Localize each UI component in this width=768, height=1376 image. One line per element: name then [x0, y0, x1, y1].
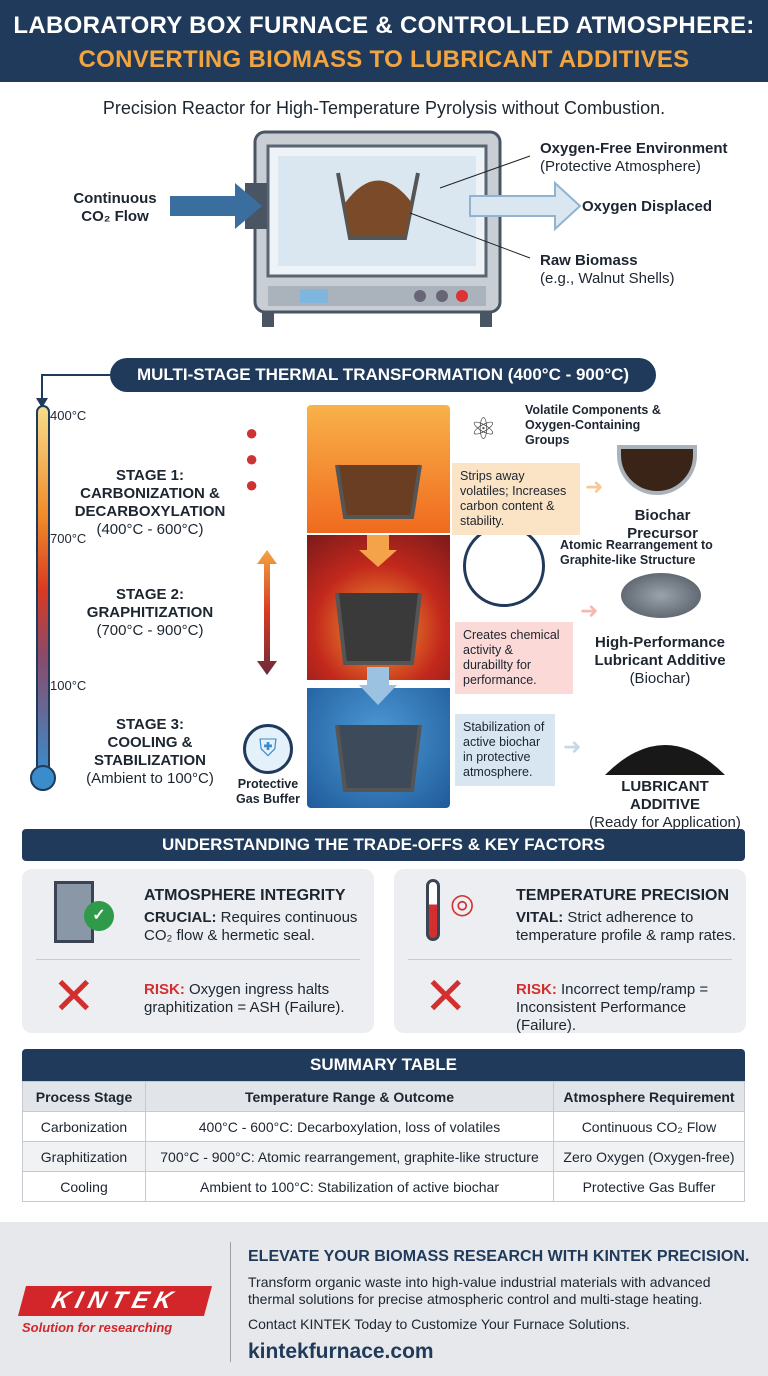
- thermometer-bulb: [30, 765, 56, 791]
- subtitle: Precision Reactor for High-Temperature P…: [102, 98, 666, 118]
- footer-body: Transform organic waste into high-value …: [248, 1274, 711, 1307]
- summary-title: SUMMARY TABLE: [22, 1049, 745, 1081]
- lubricant-additive-label: LUBRICANT ADDITIVE(Ready for Application…: [589, 778, 741, 831]
- header: LABORATORY BOX FURNACE & CONTROLLED ATMO…: [0, 0, 768, 82]
- volatiles-label: Volatile Components & Oxygen-Containing …: [525, 403, 661, 447]
- title-line-1: LABORATORY BOX FURNACE & CONTROLLED ATMO…: [13, 12, 755, 39]
- tick-700: 700°C: [50, 531, 87, 546]
- footer: KINTEK Solution for researching ELEVATE …: [0, 1222, 768, 1376]
- footer-headline: ELEVATE YOUR BIOMASS RESEARCH WITH KINTE…: [248, 1248, 750, 1265]
- thermometer-icon: [426, 879, 440, 941]
- no-oxygen-icon: ✕: [52, 968, 96, 1026]
- tradeoffs-banner: UNDERSTANDING THE TRADE-OFFS & KEY FACTO…: [22, 829, 745, 861]
- shield-icon: ⛨: [243, 724, 293, 774]
- stage-1-label: STAGE 1:CARBONIZATION &DECARBOXYLATION(4…: [74, 467, 226, 538]
- temperature-card: ◎ TEMPERATURE PRECISION VITAL: Strict ad…: [394, 869, 746, 1034]
- arrow-icon: ➜: [563, 734, 582, 759]
- stage-1-info: Strips away volatiles; Increases carbon …: [452, 463, 580, 535]
- chart-failure-icon: ✕: [424, 968, 468, 1026]
- check-icon: ✓: [84, 901, 114, 931]
- stage-2-info: Creates chemical activity & durabillty f…: [455, 622, 573, 694]
- biochar-precursor-label: Biochar Precursor: [627, 507, 698, 542]
- kintek-logo: KINTEK: [17, 1286, 213, 1316]
- biochar-precursor-bowl: [617, 445, 697, 495]
- high-performance-label: High-Performance Lubricant Additive(Bioc…: [594, 634, 726, 687]
- molecule-icon: ⚛: [470, 413, 497, 446]
- graphite-structure-icon: [463, 525, 545, 607]
- tick-400: 400°C: [50, 408, 87, 423]
- oxygen-out-arrow: [469, 180, 582, 232]
- footer-cta: Contact KINTEK Today to Customize Your F…: [248, 1316, 630, 1332]
- title-line-2: CONVERTING BIOMASS TO LUBRICANT ADDITIVE…: [78, 46, 690, 73]
- temperature-range-arrow: [257, 550, 277, 675]
- website-link[interactable]: kintekfurnace.com: [248, 1340, 434, 1363]
- stage-3-label: STAGE 3:COOLING &STABILIZATION(Ambient t…: [86, 716, 214, 787]
- target-icon: ◎: [450, 888, 475, 919]
- raw-biomass-label: Raw Biomass(e.g., Walnut Shells): [540, 252, 675, 287]
- oxygen-displaced-label: Oxygen Displaced: [582, 198, 713, 215]
- lubricant-pile: [605, 745, 725, 775]
- co2-inflow-arrow: [170, 183, 262, 229]
- process-banner: MULTI-STAGE THERMAL TRANSFORMATION (400°…: [110, 358, 656, 392]
- gas-buffer-label: Protective Gas Buffer: [236, 777, 300, 806]
- logo-tagline: Solution for researching: [22, 1320, 173, 1335]
- crucibles: [335, 464, 422, 792]
- atmosphere-card: ✓ ATMOSPHERE INTEGRITY CRUCIAL: Requires…: [22, 869, 374, 1033]
- tick-100: 100°C: [50, 678, 87, 693]
- stage-3-info: Stabilization of active biochar in prote…: [455, 714, 555, 786]
- arrow-icon: ➜: [585, 474, 604, 499]
- oxygen-free-label: Oxygen-Free Environment(Protective Atmos…: [540, 140, 728, 175]
- atomic-label: Atomic Rearrangement to Graphite-like St…: [560, 538, 713, 567]
- molecule-icons: ●●●: [245, 420, 262, 497]
- arrow-icon: ➜: [580, 598, 599, 623]
- lubricant-powder-dish: [621, 573, 701, 618]
- stage-2-label: STAGE 2:GRAPHITIZATION(700°C - 900°C): [86, 586, 214, 639]
- furnace-illustration: [170, 130, 582, 327]
